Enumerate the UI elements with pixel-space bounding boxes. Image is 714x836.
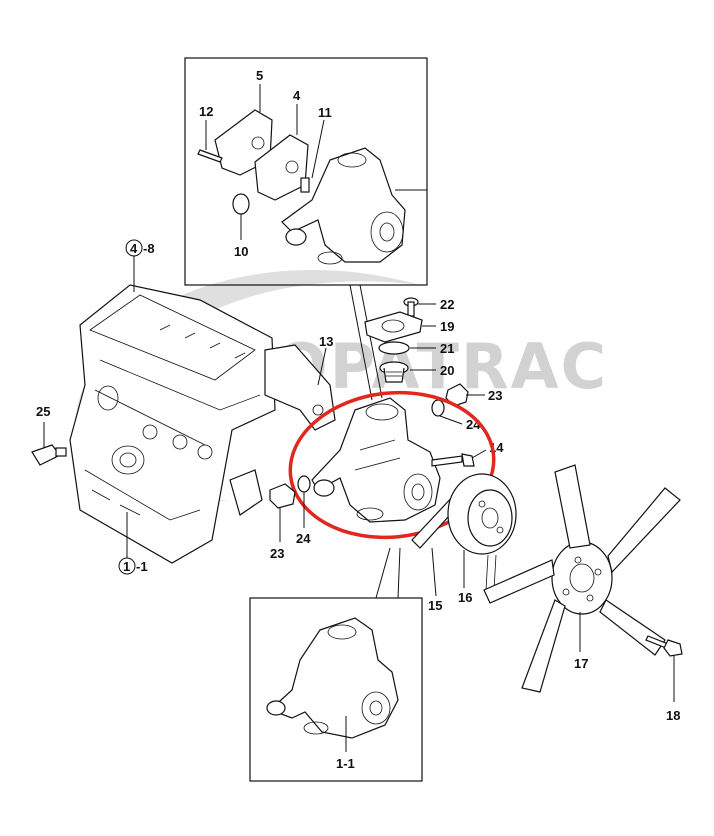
bolt-14[interactable]	[431, 453, 475, 467]
label-4: 4	[293, 88, 301, 103]
bolt-11[interactable]	[300, 177, 310, 193]
washer-24-right[interactable]	[431, 399, 445, 417]
bolt-18[interactable]	[645, 635, 683, 657]
label-11: 11	[318, 105, 332, 120]
plug-23-left[interactable]	[269, 483, 296, 509]
washer-24-left[interactable]	[297, 475, 311, 493]
label-1-1-suffix: -1	[136, 559, 148, 574]
o-ring-21[interactable]	[378, 341, 410, 355]
label-5: 5	[256, 68, 263, 83]
label-10: 10	[234, 244, 248, 259]
label-25: 25	[36, 404, 50, 419]
bolt-22[interactable]	[403, 297, 419, 317]
label-13: 13	[319, 334, 333, 349]
label-1-1-bottom: 1-1	[336, 756, 355, 771]
highlight-circle	[288, 390, 496, 540]
label-23-right: 23	[488, 388, 502, 403]
top-inset-box: 5 4 12 11 10	[184, 57, 428, 286]
bolt-12[interactable]	[197, 149, 223, 163]
label-15: 15	[428, 598, 442, 613]
label-4-8: 4	[130, 241, 138, 256]
label-12: 12	[199, 104, 213, 119]
water-pump-main[interactable]	[311, 397, 441, 523]
label-4-8-suffix: -8	[143, 241, 155, 256]
water-pump-top-inset[interactable]	[281, 147, 406, 265]
label-1-1: 1	[123, 559, 130, 574]
label-23-left: 23	[270, 546, 284, 561]
label-19: 19	[440, 319, 454, 334]
label-22: 22	[440, 297, 454, 312]
label-17: 17	[574, 656, 588, 671]
thermostat-20[interactable]	[379, 361, 409, 383]
engine-block[interactable]	[69, 284, 276, 564]
gasket-13[interactable]	[264, 344, 336, 431]
o-ring-10[interactable]	[232, 193, 250, 215]
plug-23-right[interactable]	[445, 383, 469, 407]
label-16: 16	[458, 590, 472, 605]
label-20: 20	[440, 363, 454, 378]
thermostat-cover-19[interactable]	[364, 311, 423, 343]
label-24-left: 24	[296, 531, 311, 546]
bottom-inset-box: 1-1	[249, 597, 423, 782]
pulley-16[interactable]	[447, 473, 517, 555]
water-pump-bottom-inset[interactable]	[266, 617, 399, 739]
label-21: 21	[440, 341, 454, 356]
label-18: 18	[666, 708, 680, 723]
sensor-25[interactable]	[31, 444, 67, 466]
